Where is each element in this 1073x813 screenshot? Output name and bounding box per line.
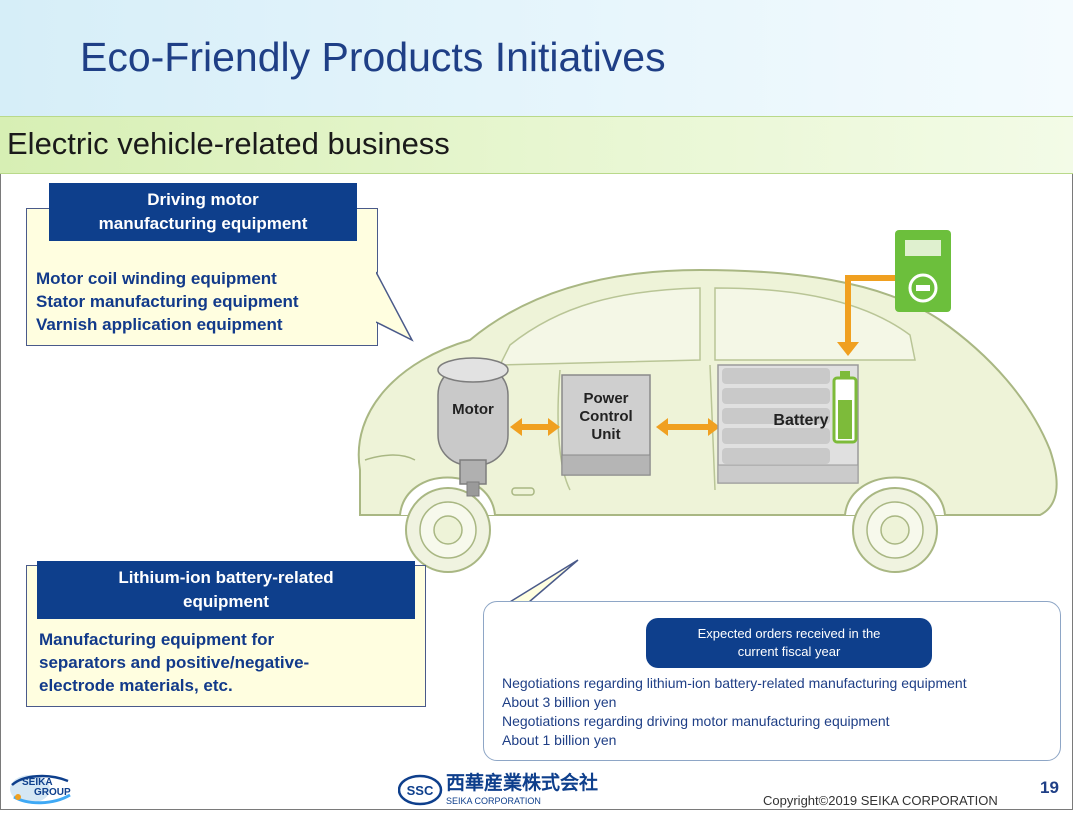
motor-callout-pointer bbox=[376, 270, 414, 342]
expected-orders-heading: Expected orders received in the current … bbox=[646, 618, 932, 668]
ssc-logo-icon: SSC 西華産業株式会社 SEIKA CORPORATION bbox=[397, 771, 598, 806]
list-item: Negotiations regarding driving motor man… bbox=[502, 713, 890, 729]
pcu-component bbox=[561, 374, 651, 476]
battery-equipment-text: Manufacturing equipment for separators a… bbox=[39, 630, 310, 695]
page-number: 19 bbox=[1040, 778, 1059, 797]
battery-component bbox=[717, 364, 859, 484]
arrow-pcu-battery bbox=[656, 418, 720, 436]
expected-orders-panel: Expected orders received in the current … bbox=[483, 601, 1061, 761]
car-window bbox=[714, 287, 916, 361]
copyright-text: Copyright©2019 SEIKA CORPORATION bbox=[763, 793, 998, 808]
expected-orders-list: Negotiations regarding lithium-ion batte… bbox=[502, 674, 967, 750]
battery-label: Battery bbox=[773, 412, 828, 429]
list-item: Stator manufacturing equipment bbox=[36, 292, 299, 311]
wheel-rear bbox=[852, 487, 938, 573]
svg-text:SSC: SSC bbox=[407, 783, 434, 798]
svg-text:SEIKA: SEIKA bbox=[22, 777, 53, 788]
svg-text:GROUP: GROUP bbox=[34, 787, 71, 798]
seika-corporation-logo: SSC 西華産業株式会社 SEIKA CORPORATION bbox=[397, 771, 658, 813]
list-item: Negotiations regarding lithium-ion batte… bbox=[502, 675, 967, 691]
charging-cable bbox=[845, 275, 895, 345]
seika-group-logo: SEIKA GROUP bbox=[8, 767, 98, 812]
svg-text:SEIKA CORPORATION: SEIKA CORPORATION bbox=[446, 796, 541, 806]
car-window bbox=[498, 287, 701, 366]
battery-callout-pointer bbox=[500, 559, 579, 609]
pcu-label-2: Control bbox=[579, 408, 632, 425]
ev-diagram: Motor Power Control Unit Battery bbox=[357, 230, 1058, 573]
battery-equipment-label: Lithium-ion battery-related equipment bbox=[37, 561, 415, 619]
list-item: Varnish application equipment bbox=[36, 315, 283, 334]
motor-component bbox=[437, 357, 509, 497]
arrow-motor-pcu bbox=[510, 418, 560, 436]
charger-station-icon bbox=[895, 230, 951, 312]
seika-group-logo-icon: SEIKA GROUP bbox=[10, 774, 71, 805]
motor-label: Motor bbox=[452, 401, 494, 418]
motor-equipment-callout: Driving motor manufacturing equipment Mo… bbox=[26, 183, 378, 346]
list-item: About 1 billion yen bbox=[502, 732, 617, 748]
motor-equipment-label: Driving motor manufacturing equipment bbox=[49, 183, 357, 241]
list-item: About 3 billion yen bbox=[502, 694, 617, 710]
battery-equipment-callout: Lithium-ion battery-related equipment Ma… bbox=[26, 561, 426, 707]
title-bar: Eco-Friendly Products Initiatives bbox=[0, 0, 1073, 116]
pcu-label-1: Power bbox=[583, 390, 628, 407]
motor-equipment-list: Motor coil winding equipment Stator manu… bbox=[36, 267, 299, 336]
list-item: Motor coil winding equipment bbox=[36, 269, 277, 288]
wheel-front bbox=[405, 487, 491, 573]
slide-title: Eco-Friendly Products Initiatives bbox=[80, 34, 666, 80]
pcu-label-3: Unit bbox=[591, 426, 620, 443]
slide-subtitle: Electric vehicle-related business bbox=[7, 126, 450, 161]
subtitle-bar: Electric vehicle-related business bbox=[0, 116, 1073, 174]
svg-text:西華産業株式会社: 西華産業株式会社 bbox=[446, 772, 598, 794]
